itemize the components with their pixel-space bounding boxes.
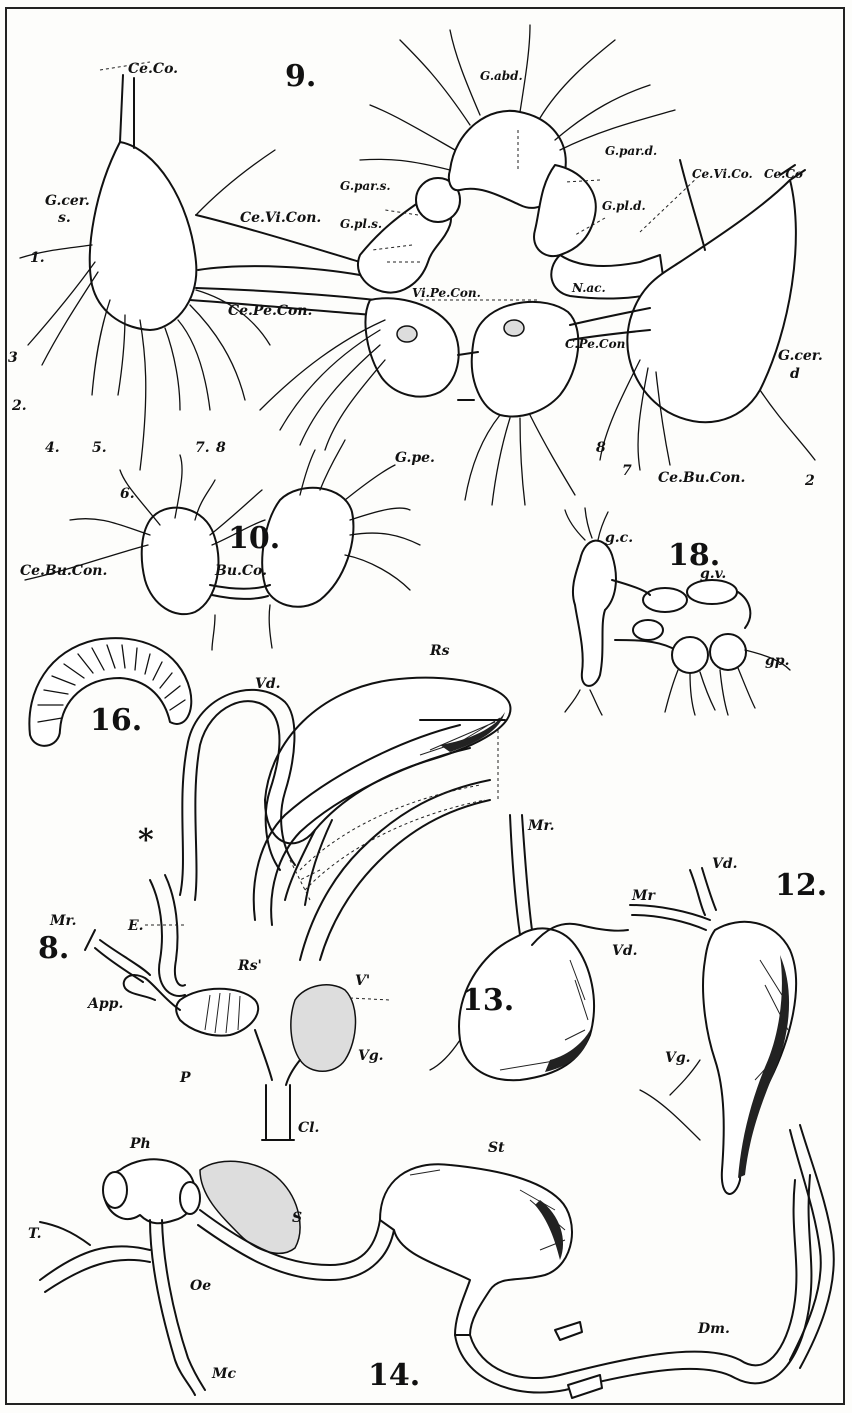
label-v-prime: V' (355, 973, 370, 989)
label-g-cer-d: G.cer. (778, 348, 823, 364)
label-ce-co-left: Ce.Co. (128, 61, 178, 77)
label-c-pe-con: C.Pe.Con (565, 337, 625, 351)
label-ce-bu-con-right: Ce.Bu.Con. (658, 470, 745, 486)
fig-number-13: 13. (462, 983, 514, 1018)
label-g-pl-d: G.pl.d. (602, 199, 646, 213)
fig-number-12: 12. (775, 868, 827, 903)
left-cerebral-ganglion (90, 142, 197, 330)
label-gv: g.v. (700, 566, 726, 582)
label-nerve-5: 5. (92, 440, 107, 456)
label-nerve-8-right: 8 (596, 440, 606, 456)
label-nerve-4: 4. (45, 440, 60, 456)
left-pedal-ganglion (366, 298, 459, 396)
fig18-visceral-ganglion-c (633, 620, 663, 640)
label-gc: g.c. (605, 530, 633, 546)
left-buccal-ganglion (142, 508, 219, 615)
label-ce-co-right: Ce.Co (764, 167, 803, 181)
fig-number-8: 8. (38, 931, 69, 966)
label-n-ac: N.ac. (571, 281, 606, 295)
label-nerve-7: 7. (195, 440, 210, 456)
fig-number-10: 10. (228, 521, 280, 556)
label-gp: gp. (765, 653, 789, 669)
salivary-gland (200, 1161, 300, 1253)
figure-13-penis (430, 815, 628, 1080)
label-rs-prime: Rs' (237, 958, 262, 974)
right-pedal-nerves (465, 415, 575, 505)
label-nerve-2-right: 2 (804, 473, 815, 489)
fig18-pedal-ganglion-left (672, 637, 708, 673)
label-vi-pe-con: Vi.Pe.Con. (412, 286, 481, 300)
fig18-visceral-ganglion-b (687, 580, 737, 604)
label-g-par-d: G.par.d. (605, 144, 657, 158)
right-pedal-ganglion (472, 302, 579, 417)
figure-12-penis (630, 868, 834, 1368)
label-g-cer-d-suffix: d (790, 366, 800, 382)
label-vd: Vd. (255, 676, 281, 692)
label-ce-vi-con: Ce.Vi.Con. (240, 210, 321, 226)
label-mc: Mc (211, 1366, 236, 1382)
figure-10-buccal-ganglia (25, 440, 420, 650)
label-g-par-s: G.par.s. (340, 179, 391, 193)
label-nerve-6: 6. (120, 486, 135, 502)
label-st: St (488, 1140, 505, 1156)
label-dm: Dm. (697, 1321, 730, 1337)
label-p: P (179, 1070, 191, 1086)
label-rs: Rs (429, 643, 450, 659)
receptaculum-seminis (265, 678, 510, 844)
label-app: App. (86, 996, 123, 1012)
figure-14-digestive-tract (40, 1159, 811, 1398)
label-g-abd: G.abd. (480, 69, 523, 83)
label-fig12-mr: Mr (631, 888, 656, 904)
fig18-cerebral-ganglion (573, 541, 616, 686)
stomach (380, 1164, 572, 1335)
buccal-commissure (210, 585, 270, 599)
label-nerve-3: 3 (8, 350, 18, 366)
label-ce-vi-co: Ce.Vi.Co. (692, 167, 753, 181)
tentacle-retractor (40, 1246, 150, 1292)
label-t: T. (28, 1226, 42, 1242)
label-g-pe: G.pe. (395, 450, 435, 466)
label-nerve-7-right: 7 (622, 463, 632, 479)
cloaca (262, 1085, 294, 1140)
label-nerve-2: 2. (11, 398, 27, 414)
label-vg: Vg. (358, 1048, 384, 1064)
figure-9-nervous-system (20, 25, 815, 505)
label-cl: Cl. (298, 1120, 319, 1136)
left-cerebral-commissure (120, 75, 134, 148)
label-g-cer-s-suffix: s. (58, 210, 71, 226)
label-nerve-1: 1. (30, 250, 45, 266)
label-ce-bu-con: Ce.Bu.Con. (20, 563, 107, 579)
label-fig13-vd: Vd. (612, 943, 638, 959)
right-cerebral-ganglion (627, 180, 795, 422)
fig12-retractor (630, 905, 710, 930)
fig18-visceral-ganglion-a (643, 588, 687, 612)
fig-number-9: 9. (285, 59, 316, 94)
label-ce-pe-con: Ce.Pe.Con. (228, 303, 312, 319)
appendix (124, 975, 180, 1010)
fig-number-14: 14. (368, 1358, 420, 1393)
label-fig13-mr: Mr. (527, 818, 554, 834)
label-mr: Mr. (49, 913, 76, 929)
label-s: S (292, 1210, 302, 1226)
columellar-muscle (150, 1220, 205, 1395)
fig18-pedal-ganglion-right (710, 634, 746, 670)
fig-number-16: 16. (90, 703, 142, 738)
label-ph: Ph (129, 1136, 151, 1152)
right-otocyst (504, 320, 524, 336)
vagina (291, 985, 356, 1071)
left-pedal-nerves (260, 320, 385, 450)
label-oe: Oe (190, 1278, 211, 1294)
label-nerve-8: 8 (216, 440, 226, 456)
label-fig12-vg: Vg. (665, 1050, 691, 1066)
figure-8-reproductive-system (85, 678, 510, 1140)
label-g-cer-s: G.cer. (45, 193, 90, 209)
label-bu-co: Bu.Co. (214, 563, 267, 579)
label-fig12-vd: Vd. (712, 856, 738, 872)
label-e: E. (127, 918, 144, 934)
label-star: * (138, 823, 154, 858)
left-otocyst (397, 326, 417, 342)
label-g-pl-s: G.pl.s. (340, 217, 382, 231)
